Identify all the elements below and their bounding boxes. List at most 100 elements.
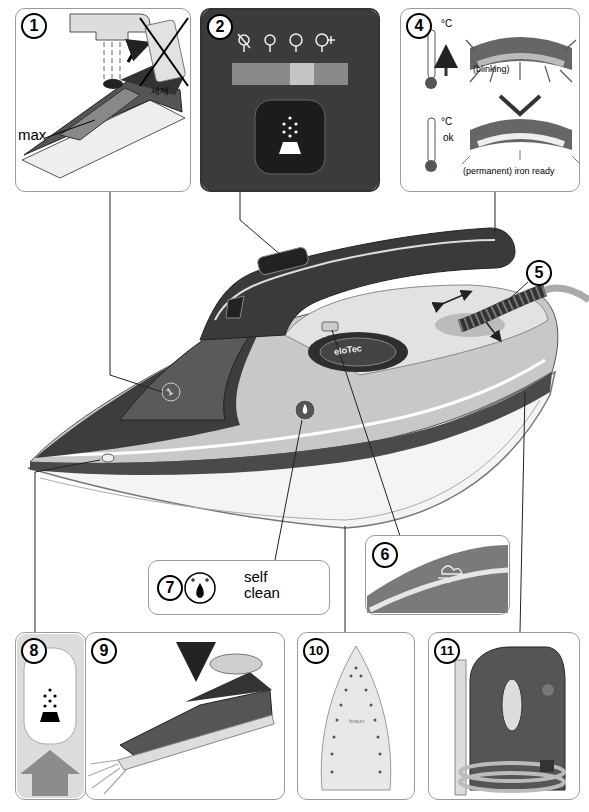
- iron-illustration: [28, 228, 589, 528]
- panel-2-art: [290, 34, 302, 46]
- iron-illustration: [545, 288, 589, 300]
- leader-line: [240, 192, 282, 256]
- panel-10-art: [355, 667, 358, 670]
- callout-number: 8: [21, 638, 47, 664]
- panel-10-art: [360, 675, 363, 678]
- leader-line: [332, 330, 400, 536]
- panel-10-art: [340, 704, 343, 707]
- panel-8-art: [43, 694, 46, 697]
- panel-7-art: [185, 573, 215, 603]
- leader-line: [495, 192, 496, 232]
- iron-illustration: [295, 400, 315, 420]
- panel-7-art: [207, 578, 208, 582]
- panel-2-art: [288, 116, 291, 119]
- panel-6-art: [442, 566, 462, 574]
- panel-text: (permanent) iron ready: [463, 167, 555, 176]
- panel-7-art: [193, 578, 194, 582]
- step-panel: 7self clean: [148, 560, 330, 615]
- panel-1-art: [104, 42, 120, 82]
- panel-4-art: [519, 62, 520, 80]
- panel-4-art: [425, 30, 580, 172]
- iron-illustration: [486, 322, 500, 340]
- panel-11-art: [542, 684, 554, 696]
- panel-10-art: [350, 675, 353, 678]
- panel-2-art: [238, 34, 250, 48]
- panel-2-art: [288, 126, 291, 129]
- panel-11-art: [502, 679, 522, 731]
- panel-8-art: [17, 634, 84, 798]
- panel-10-art: [379, 753, 382, 756]
- panel-text: (blinking): [473, 65, 510, 74]
- callout-number: 11: [434, 638, 460, 664]
- panel-8-art: [48, 699, 51, 702]
- panel-8-art: [48, 688, 51, 691]
- callout-number: 4: [406, 13, 432, 39]
- panel-1-art: [128, 44, 146, 62]
- panel-10-art: [345, 689, 348, 692]
- panel-1-art: [70, 14, 150, 40]
- panel-4-art: [462, 156, 470, 164]
- leader-line: [35, 192, 528, 632]
- panel-8-art: [43, 704, 46, 707]
- panel-text: ok: [443, 133, 454, 144]
- panel-2-art: [201, 9, 379, 191]
- panel-10-art: [333, 736, 336, 739]
- panel-4-art: [428, 118, 435, 162]
- panel-8-art: [40, 712, 60, 722]
- callout-circle: 5: [526, 260, 554, 288]
- panel-2-art: [295, 46, 297, 52]
- panel-10-art: [374, 719, 377, 722]
- panel-4-art: [466, 40, 475, 50]
- panel-2-art: [288, 134, 291, 137]
- panel-4-art: [565, 40, 576, 50]
- panel-10-art: [331, 771, 334, 774]
- panel-4-art: [428, 30, 435, 78]
- iron-illustration: [322, 322, 338, 331]
- panel-9-art: [118, 715, 274, 770]
- leader-line: [345, 526, 346, 632]
- panel-1-art: [140, 18, 188, 86]
- panel-8-art: [43, 688, 56, 707]
- iron-illustration: [215, 240, 495, 320]
- panel-10-art: [321, 646, 391, 790]
- panel-7-art: [185, 573, 215, 603]
- panel-2-art: [232, 63, 348, 85]
- panel-4-art: [478, 136, 564, 144]
- panel-9-art: [90, 760, 118, 764]
- panel-4-art: [560, 70, 572, 82]
- panel-text: °C: [441, 117, 452, 128]
- iron-illustration: [162, 383, 180, 401]
- panel-4-art: [545, 66, 550, 82]
- callout-number: 5: [526, 260, 552, 286]
- step-panel: 6: [365, 535, 510, 615]
- panel-2-art: [269, 45, 271, 52]
- panel-2-art: [290, 63, 314, 85]
- panel-11-art: [460, 773, 564, 791]
- iron-illustration: [102, 454, 114, 462]
- step-panel: 9: [85, 632, 285, 800]
- panel-2-art: [238, 34, 335, 52]
- panel-2-art: [321, 46, 323, 52]
- panel-1-art: [103, 79, 123, 89]
- iron-illustration: [320, 338, 396, 366]
- panel-10-art: [377, 736, 380, 739]
- panel-2-art: [243, 45, 245, 52]
- step-panel: 11: [428, 632, 580, 800]
- panel-1-art: [45, 120, 95, 138]
- panel-10-art: [331, 667, 382, 774]
- panel-1-art: [140, 18, 188, 86]
- panel-4-art: [572, 156, 580, 164]
- iron-illustration: [308, 332, 408, 372]
- leader-line: [35, 460, 100, 632]
- panel-10-art: [379, 771, 382, 774]
- panel-2-art: [294, 122, 297, 125]
- panel-6-art: [370, 570, 508, 610]
- panel-11-art: [540, 760, 554, 772]
- leader-line: [520, 392, 525, 632]
- iron-illustration: [303, 404, 308, 414]
- panel-2-art: [294, 130, 297, 133]
- panel-11-art: [470, 647, 565, 790]
- panel-9-art: [88, 764, 118, 776]
- callout-number: 1: [21, 13, 47, 39]
